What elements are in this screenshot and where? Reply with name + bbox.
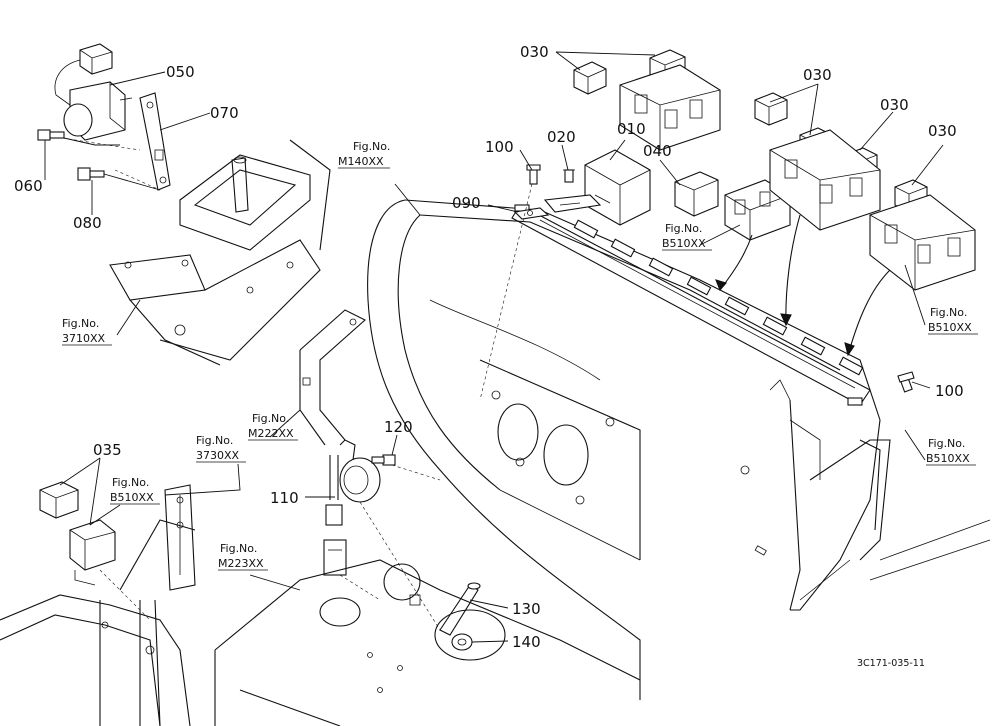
callout-labels: 030 030 030 030 050 070 060 080 010 020 … xyxy=(14,43,964,651)
frame-plate-3710 xyxy=(109,239,321,366)
drawing-code: 3C171-035-11 xyxy=(857,658,925,669)
callout-030d: 030 xyxy=(928,122,957,140)
switch-110 xyxy=(323,439,381,576)
svg-text:Fig.No.: Fig.No. xyxy=(930,306,967,319)
svg-text:Fig.No.: Fig.No. xyxy=(928,437,965,450)
svg-text:Fig.No.: Fig.No. xyxy=(62,317,99,330)
screw-100-right xyxy=(897,371,915,393)
shift-lever-base xyxy=(179,139,331,251)
relay-group-3 xyxy=(869,179,976,291)
callout-120: 120 xyxy=(384,418,413,436)
lower-floor-plate xyxy=(214,559,641,726)
callout-050: 050 xyxy=(166,63,195,81)
figure-references: Fig.No. M140XX Fig.No. 3710XX Fig.No. B5… xyxy=(62,140,978,571)
svg-text:B510XX: B510XX xyxy=(926,452,970,465)
svg-text:Fig.No.: Fig.No. xyxy=(220,542,257,555)
callout-130: 130 xyxy=(512,600,541,618)
figref-m140: Fig.No. M140XX xyxy=(338,140,390,169)
svg-text:B510XX: B510XX xyxy=(662,237,706,250)
assembly-arrows xyxy=(715,214,891,357)
plate-090 xyxy=(513,207,550,220)
svg-text:Fig.No.: Fig.No. xyxy=(665,222,702,235)
callout-035: 035 xyxy=(93,441,122,459)
svg-text:M222XX: M222XX xyxy=(248,427,294,440)
post-3730 xyxy=(164,484,196,591)
figref-b510-lower-right: Fig.No. B510XX xyxy=(926,437,976,466)
callout-100-right: 100 xyxy=(935,382,964,400)
bolt-080 xyxy=(77,167,105,181)
lower-left-frame xyxy=(0,519,196,726)
leader-lines xyxy=(44,51,944,643)
figref-b510-left: Fig.No. B510XX xyxy=(110,476,160,505)
bracket-070 xyxy=(139,92,171,191)
callout-010: 010 xyxy=(617,120,646,138)
callout-060: 060 xyxy=(14,177,43,195)
plate-connector xyxy=(543,194,602,213)
svg-text:Fig.No.: Fig.No. xyxy=(252,412,289,425)
svg-text:M223XX: M223XX xyxy=(218,557,264,570)
meter-bracket-strip xyxy=(511,204,871,406)
bracket-m222 xyxy=(299,309,366,446)
svg-text:3730XX: 3730XX xyxy=(196,449,240,462)
svg-text:M140XX: M140XX xyxy=(338,155,384,168)
svg-text:Fig.No.: Fig.No. xyxy=(196,434,233,447)
figref-b510-center: Fig.No. B510XX xyxy=(662,222,712,251)
solenoid-050 xyxy=(54,43,133,141)
callout-100-top: 100 xyxy=(485,138,514,156)
callout-030c: 030 xyxy=(880,96,909,114)
svg-text:Fig.No.: Fig.No. xyxy=(112,476,149,489)
relay-socket-040 xyxy=(724,179,791,241)
relay-box xyxy=(584,149,651,226)
figref-b510-right: Fig.No. B510XX xyxy=(928,306,978,335)
svg-text:3710XX: 3710XX xyxy=(62,332,106,345)
relay-035 xyxy=(39,481,116,586)
callout-140: 140 xyxy=(512,633,541,651)
bolt-120 xyxy=(371,454,396,466)
bolt-060 xyxy=(37,129,65,141)
figref-m223: Fig.No. M223XX xyxy=(218,542,268,571)
figref-3710: Fig.No. 3710XX xyxy=(62,317,112,346)
figref-3730: Fig.No. 3730XX xyxy=(196,434,246,463)
relay-040 xyxy=(674,171,719,217)
figref-m222: Fig.No. M222XX xyxy=(248,412,298,441)
screw-100-top xyxy=(526,164,541,185)
svg-text:Fig.No.: Fig.No. xyxy=(353,140,390,153)
svg-text:B510XX: B510XX xyxy=(110,491,154,504)
screw-020 xyxy=(563,169,575,183)
callout-080: 080 xyxy=(73,214,102,232)
callout-040: 040 xyxy=(643,142,672,160)
callout-070: 070 xyxy=(210,104,239,122)
callout-020: 020 xyxy=(547,128,576,146)
relay-group-1 xyxy=(573,49,721,151)
nut-140 xyxy=(451,633,473,651)
svg-text:B510XX: B510XX xyxy=(928,321,972,334)
callout-090: 090 xyxy=(452,194,481,212)
callout-030a: 030 xyxy=(520,43,549,61)
bolt-130 xyxy=(439,582,481,636)
callout-030b: 030 xyxy=(803,66,832,84)
callout-110: 110 xyxy=(270,489,299,507)
relay-group-2 xyxy=(754,92,881,231)
